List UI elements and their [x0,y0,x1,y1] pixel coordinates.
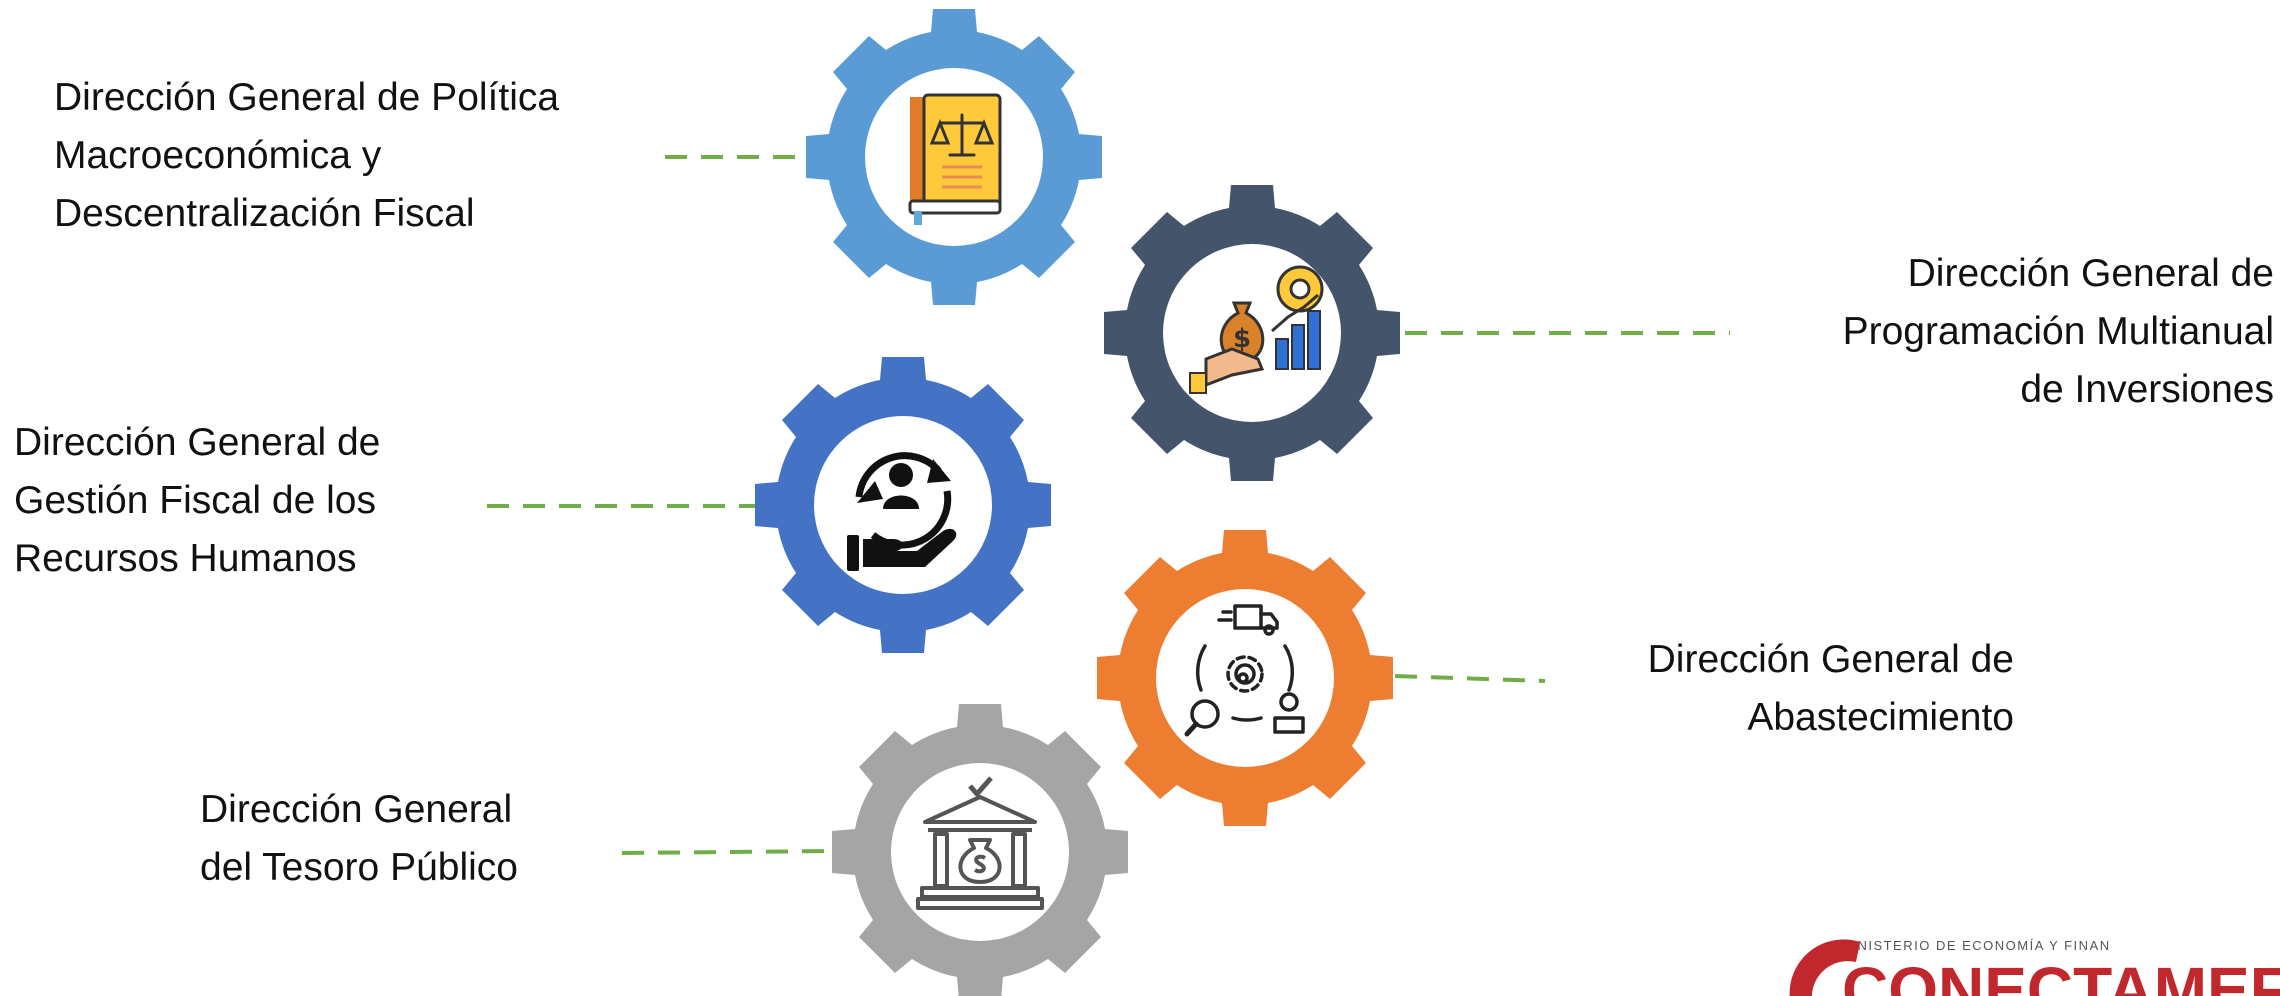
gear-tesoro [832,704,1128,996]
label-abastecimiento-line-2: Abastecimiento [1747,696,2014,739]
gear-abastecimiento [1097,530,1393,826]
ministry-logo-text: MINISTERIO DE ECONOMÍA Y FINAN [1840,938,2111,953]
label-rrhh-line-1: Dirección General de [14,421,381,464]
gear-rrhh [755,357,1051,653]
conectamef-logo-text: CONECTAMEF [1842,954,2280,996]
human-resources-icon [847,452,957,571]
label-programacion-line-3: de Inversiones [2020,368,2274,411]
gear-politica [806,9,1102,305]
label-politica: Dirección General de Política Macroeconó… [54,69,559,243]
gear-programacion: $ [1104,185,1400,481]
connector-abastecimiento [1394,674,1546,683]
label-programacion-line-1: Dirección General de [1907,252,2274,295]
label-abastecimiento: Dirección General de Abastecimiento [1648,631,2014,747]
supply-chain-icon [1184,604,1305,737]
label-rrhh-line-2: Gestión Fiscal de los [14,479,376,522]
label-tesoro-line-2: del Tesoro Público [200,846,518,889]
label-rrhh: Dirección General de Gestión Fiscal de l… [14,414,380,588]
label-politica-line-1: Dirección General de Política [54,76,560,119]
svg-text:$: $ [1233,324,1251,354]
treasury-bank-icon [916,776,1044,910]
conectamef-logo: MINISTERIO DE ECONOMÍA Y FINAN CONECTAME… [1789,938,2280,996]
label-abastecimiento-line-1: Dirección General de [1647,638,2014,681]
label-tesoro-line-1: Dirección General [200,788,513,831]
label-politica-line-2: Macroeconómica y [54,134,382,177]
label-programacion: Dirección General de Programación Multia… [1843,245,2274,419]
label-rrhh-line-3: Recursos Humanos [14,537,357,580]
label-politica-line-3: Descentralización Fiscal [54,192,475,235]
label-tesoro: Dirección General del Tesoro Público [200,781,518,897]
label-programacion-line-2: Programación Multianual [1842,310,2274,353]
connector-tesoro [621,849,836,855]
law-book-icon [908,93,1002,225]
investment-growth-icon: $ [1189,265,1324,394]
peru-map-emblem-icon [1789,939,1860,996]
